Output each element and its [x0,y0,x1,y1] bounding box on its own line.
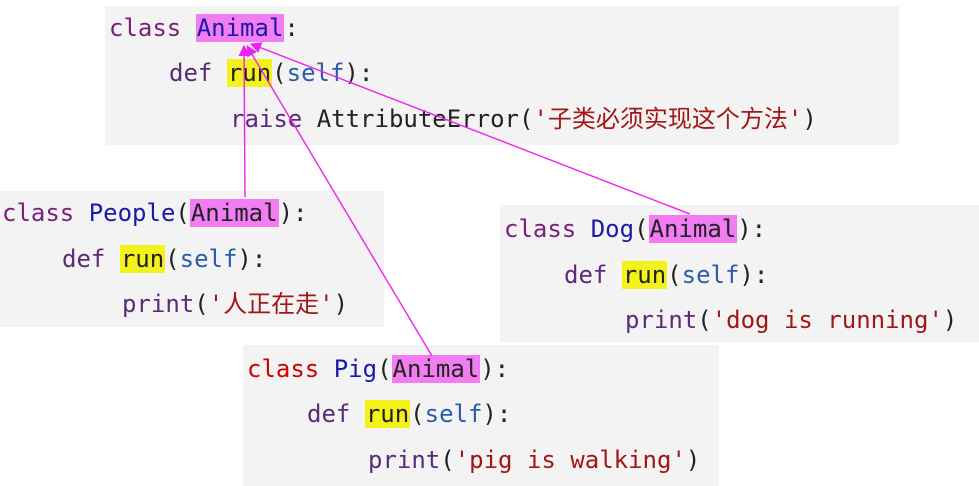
close-paren-colon: ): [737,215,767,243]
keyword-class: class [109,14,182,42]
open-paren: ( [165,245,180,273]
self-param: self [179,245,238,273]
pig-base-class: Animal [391,355,481,383]
animal-raise-line: raise AttributeError('子类必须实现这个方法') [230,102,817,136]
keyword-def: def [169,59,213,87]
animal-def-line: def run(self): [169,56,373,90]
exception-message: '子类必须实现这个方法' [533,105,803,133]
close-paren: ) [942,306,958,334]
keyword-raise: raise [230,105,303,133]
close-paren: ) [685,446,701,474]
print-function: print [122,290,195,318]
keyword-class: class [504,215,577,243]
people-base-class: Animal [189,199,279,227]
open-paren: ( [194,290,209,318]
close-paren-colon: ): [739,261,769,289]
close-paren-colon: ): [278,199,308,227]
exception-name: AttributeError [316,105,519,133]
self-param: self [286,59,345,87]
open-paren: ( [377,355,392,383]
open-paren: ( [175,199,190,227]
people-def-line: def run(self): [62,242,266,276]
people-print-line: print('人正在走') [122,287,348,321]
close-paren-colon: ): [237,245,267,273]
keyword-class: class [247,355,320,383]
close-paren: ) [802,105,817,133]
dog-run-method: run [621,261,668,289]
dog-print-string: 'dog is running' [711,306,943,334]
close-paren: ) [333,290,349,318]
print-function: print [368,446,441,474]
people-class-block: class People(Animal): def run(self): pri… [0,191,384,327]
pig-run-method: run [364,400,411,428]
pig-def-line: def run(self): [307,397,511,431]
self-param: self [681,261,740,289]
people-class-line: class People(Animal): [2,196,307,230]
colon: : [284,14,299,42]
open-paren: ( [634,215,649,243]
keyword-def: def [564,261,608,289]
open-paren: ( [272,59,287,87]
self-param: self [424,400,483,428]
dog-class-block: class Dog(Animal): def run(self): print(… [500,205,979,342]
pig-class-block: class Pig(Animal): def run(self): print(… [243,345,719,486]
close-paren-colon: ): [480,355,510,383]
dog-def-line: def run(self): [564,258,768,292]
pig-print-string: 'pig is walking' [454,446,686,474]
open-paren: ( [667,261,682,289]
animal-class-line: class Animal: [109,11,299,45]
open-paren: ( [440,446,455,474]
pig-class-line: class Pig(Animal): [247,352,509,386]
dog-base-class: Animal [648,215,738,243]
open-paren: ( [519,105,534,133]
open-paren: ( [697,306,712,334]
pig-print-line: print('pig is walking') [368,443,700,477]
dog-class-line: class Dog(Animal): [504,212,766,246]
people-print-string: '人正在走' [208,290,334,318]
print-function: print [625,306,698,334]
dog-print-line: print('dog is running') [625,303,957,337]
keyword-def: def [307,400,351,428]
animal-class-name: Animal [195,14,285,42]
close-paren-colon: ): [482,400,512,428]
pig-class-name: Pig [333,355,378,383]
animal-run-method: run [226,59,273,87]
keyword-def: def [62,245,106,273]
dog-class-name: Dog [590,215,635,243]
keyword-class: class [2,199,75,227]
people-run-method: run [119,245,166,273]
animal-class-block: class Animal: def run(self): raise Attri… [105,6,899,145]
people-class-name: People [88,199,176,227]
close-paren-colon: ): [344,59,374,87]
open-paren: ( [410,400,425,428]
